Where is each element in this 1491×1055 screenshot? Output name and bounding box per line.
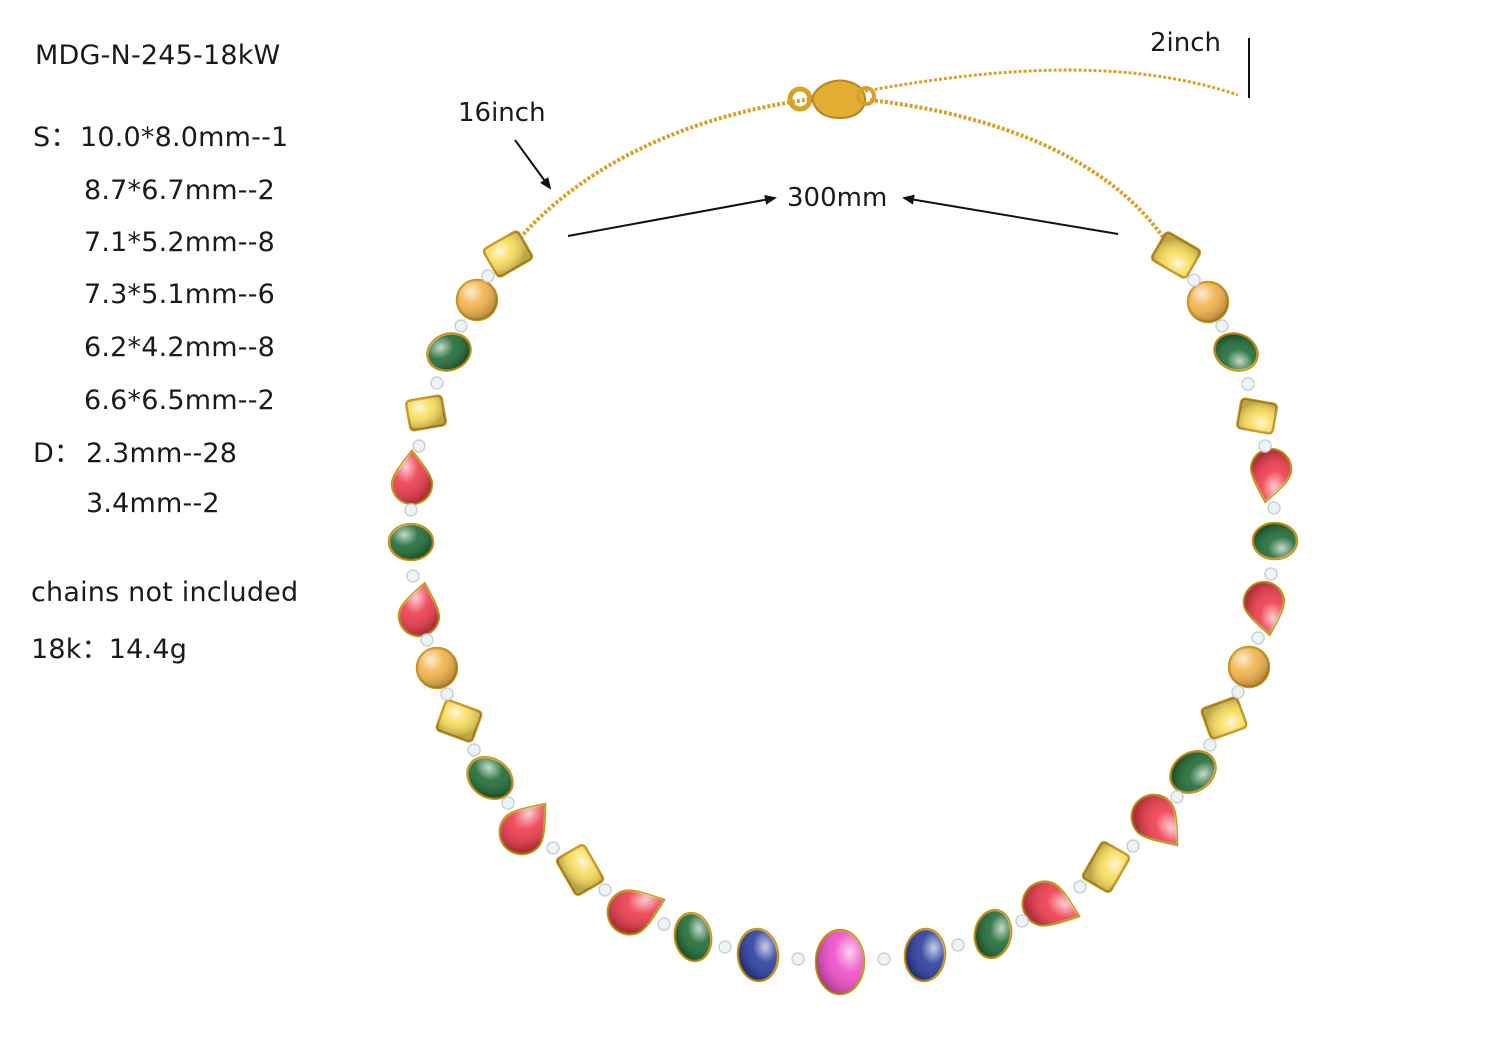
diamond-accent	[1203, 738, 1217, 752]
diamond-accent	[454, 319, 468, 333]
chain-extension	[859, 68, 1239, 97]
arrow-300mm-right	[902, 194, 1119, 235]
chain-right	[869, 98, 1167, 242]
yellow-rect-gem	[1200, 696, 1248, 740]
diamond-accent	[1241, 377, 1255, 391]
gem-layer	[387, 230, 1299, 996]
jump-ring	[787, 86, 813, 112]
diamond-accent	[1170, 790, 1184, 804]
diamond-accent	[467, 743, 481, 757]
diamond-accent	[951, 938, 965, 952]
stone-s-prefix: S：	[33, 122, 78, 153]
red-pear-gem	[390, 448, 434, 506]
gold-weight: 18k：14.4g	[31, 634, 188, 665]
stone-s-line-4: 7.3*5.1mm--6	[84, 279, 276, 310]
orange-circle-gem	[1227, 645, 1271, 689]
orange-circle-gem	[415, 646, 459, 690]
yellow-rect-gem	[1081, 841, 1131, 893]
diamond-accent	[440, 687, 454, 701]
diamond-accent	[877, 952, 891, 966]
diamond-accent	[598, 883, 612, 897]
diamond-accent	[546, 841, 560, 855]
green-oval-gem	[1213, 332, 1259, 372]
green-oval-gem	[973, 908, 1013, 960]
clasp-ring	[856, 86, 876, 106]
chains-note: chains not included	[31, 577, 299, 608]
diamond-accent	[1264, 567, 1278, 581]
diamond-accent	[657, 917, 671, 931]
red-pear-gem	[397, 581, 441, 638]
yellow-rect-gem	[405, 394, 447, 432]
diamond-accent	[1258, 439, 1272, 453]
length-main-label: 16inch	[458, 98, 546, 128]
diamond-accent	[1251, 631, 1265, 645]
green-oval-gem	[387, 522, 435, 562]
diamond-accent	[501, 796, 515, 810]
yellow-rect-gem	[482, 230, 534, 278]
diamond-accent	[1231, 685, 1245, 699]
green-oval-gem	[1251, 521, 1299, 561]
model-number: MDG-N-245-18kW	[35, 40, 281, 71]
diamond-accent	[791, 952, 805, 966]
blue-oval-gem	[736, 927, 780, 983]
diamond-accent	[1187, 273, 1201, 287]
stone-s-line-1: 10.0*8.0mm--1	[80, 122, 289, 153]
pink-oval-gem	[814, 928, 866, 996]
arrow-16inch	[514, 139, 552, 190]
diamond-accent	[412, 439, 426, 453]
stone-d-line-1: 2.3mm--28	[86, 438, 238, 469]
diamond-accent	[1015, 914, 1029, 928]
stone-s-line-2: 8.7*6.7mm--2	[84, 175, 276, 206]
green-oval-gem	[673, 911, 713, 963]
red-pear-gem	[606, 889, 666, 936]
green-oval-gem	[1169, 749, 1217, 795]
stone-d-prefix: D：	[33, 438, 82, 469]
diamond-accent	[1215, 319, 1229, 333]
arrow-300mm-left	[567, 194, 777, 237]
diamond-accent	[430, 376, 444, 390]
yellow-rect-gem	[1236, 397, 1278, 435]
length-extension-label: 2inch	[1150, 28, 1222, 58]
diamond-accent	[406, 569, 420, 583]
red-pear-gem	[1242, 580, 1286, 637]
inner-width-label: 300mm	[787, 183, 888, 213]
diamond-accent	[1073, 880, 1087, 894]
red-pear-gem	[1130, 793, 1179, 847]
lobster-clasp-icon	[810, 79, 867, 120]
yellow-rect-gem	[555, 844, 605, 896]
orange-circle-gem	[1186, 280, 1230, 324]
diamond-accent	[420, 633, 434, 647]
chain-left	[518, 96, 821, 240]
red-pear-gem	[1249, 447, 1293, 504]
stone-s-line-6: 6.6*6.5mm--2	[84, 385, 276, 416]
stone-s-line-5: 6.2*4.2mm--8	[84, 332, 276, 363]
red-pear-gem	[1021, 880, 1081, 927]
diamond-accent	[718, 940, 732, 954]
green-oval-gem	[426, 332, 472, 372]
diamond-accent	[404, 503, 418, 517]
green-oval-gem	[466, 755, 514, 801]
yellow-rect-gem	[1150, 231, 1202, 279]
diamond-accent	[1267, 501, 1281, 515]
stone-s-line-3: 7.1*5.2mm--8	[84, 227, 276, 258]
diamond-accent	[1126, 839, 1140, 853]
orange-circle-gem	[455, 278, 499, 322]
red-pear-gem	[498, 802, 547, 856]
yellow-rect-gem	[435, 699, 483, 743]
blue-oval-gem	[903, 927, 947, 983]
stone-d-line-2: 3.4mm--2	[86, 488, 220, 519]
diamond-accent	[481, 269, 495, 283]
